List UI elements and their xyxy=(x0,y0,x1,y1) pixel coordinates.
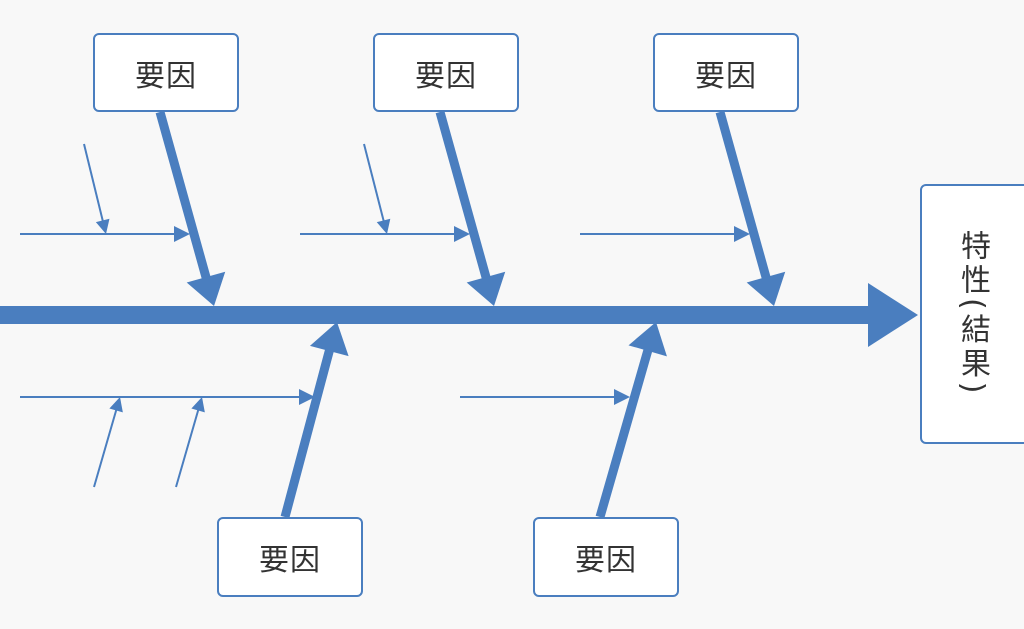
bone-top-2-head xyxy=(466,271,506,306)
bone-top-2 xyxy=(435,110,492,285)
factor-box-top-2: 要因 xyxy=(373,33,519,112)
factor-box-top-1: 要因 xyxy=(93,33,239,112)
result-box: 特性(結果) xyxy=(920,184,1024,444)
sub-arrow-top-1a-head xyxy=(95,218,110,234)
bone-bottom-2 xyxy=(595,343,654,519)
factor-box-top-3: 要因 xyxy=(653,33,799,112)
sub-arrow-top-1a xyxy=(83,143,105,224)
sub-arrow-top-2a xyxy=(363,143,386,224)
bone-top-1 xyxy=(155,110,212,285)
sub-arrow-bottom-1-head xyxy=(299,389,315,405)
factor-box-bottom-1: 要因 xyxy=(217,517,363,597)
sub-arrow-top-2a-head xyxy=(376,218,391,234)
bone-bottom-1 xyxy=(280,344,336,519)
bone-top-1-head xyxy=(186,271,226,306)
bone-bottom-1-head xyxy=(309,322,349,357)
sub-arrow-bottom-1a-head xyxy=(109,397,123,413)
sub-arrow-bottom-1b xyxy=(175,407,200,488)
bone-top-3 xyxy=(715,110,772,285)
sub-arrow-bottom-1b-head xyxy=(191,397,205,413)
factor-box-bottom-2: 要因 xyxy=(533,517,679,597)
sub-arrow-bottom-2-head xyxy=(614,389,630,405)
sub-arrow-top-3-head xyxy=(734,226,750,242)
result-label: 特性(結果) xyxy=(955,230,990,398)
main-spine-arrow-head xyxy=(868,283,918,347)
sub-arrow-bottom-1a xyxy=(93,407,118,488)
sub-arrow-top-2-head xyxy=(454,226,470,242)
bone-bottom-2-head xyxy=(628,322,667,357)
bone-top-3-head xyxy=(746,271,786,306)
sub-arrow-top-1-head xyxy=(174,226,190,242)
